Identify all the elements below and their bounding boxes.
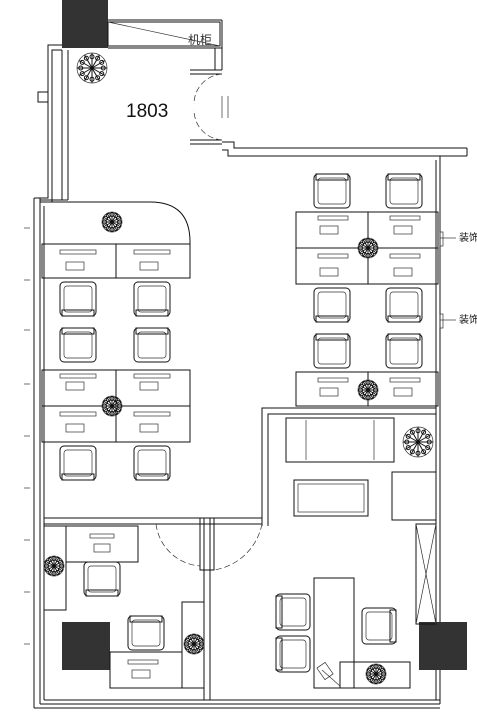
- chair: [361, 607, 397, 645]
- window-ticks: [24, 227, 30, 645]
- meeting-room: [261, 407, 437, 625]
- chair: [385, 173, 423, 209]
- plant-icon: [357, 379, 379, 401]
- chair: [59, 445, 97, 481]
- plant-icon: [43, 555, 65, 577]
- chair: [275, 593, 311, 631]
- cabinet-label: 机柜: [188, 33, 212, 47]
- plant-icon: [101, 395, 123, 417]
- structural-columns: [62, 0, 467, 670]
- chair: [59, 327, 97, 363]
- chair: [133, 327, 171, 363]
- note-label-1: 装饰: [459, 231, 477, 244]
- room-number: 1803: [126, 101, 168, 122]
- entrance-door: [193, 73, 229, 141]
- plant-icon: [357, 237, 379, 259]
- chair: [127, 615, 165, 651]
- chair: [385, 287, 423, 323]
- chair: [275, 635, 311, 673]
- chair: [59, 281, 97, 317]
- lower-office: [43, 517, 263, 700]
- lower-right-office: [313, 577, 411, 689]
- left-workstations: [41, 201, 191, 443]
- plant-icon: [76, 52, 108, 84]
- chair: [313, 287, 351, 323]
- cabinet: 机柜: [107, 21, 221, 47]
- plant-icon: [402, 426, 434, 458]
- plant-icon: [183, 633, 205, 655]
- chair: [133, 281, 171, 317]
- chairs: [59, 173, 423, 673]
- chair: [385, 333, 423, 369]
- chair: [83, 561, 121, 597]
- chair: [133, 445, 171, 481]
- note-label-2: 装饰: [459, 313, 477, 326]
- chair: [313, 173, 351, 209]
- chair: [313, 333, 351, 369]
- outer-walls: [33, 19, 468, 709]
- plant-icon: [101, 211, 123, 233]
- plant-icon: [365, 663, 387, 685]
- plants: [43, 52, 434, 685]
